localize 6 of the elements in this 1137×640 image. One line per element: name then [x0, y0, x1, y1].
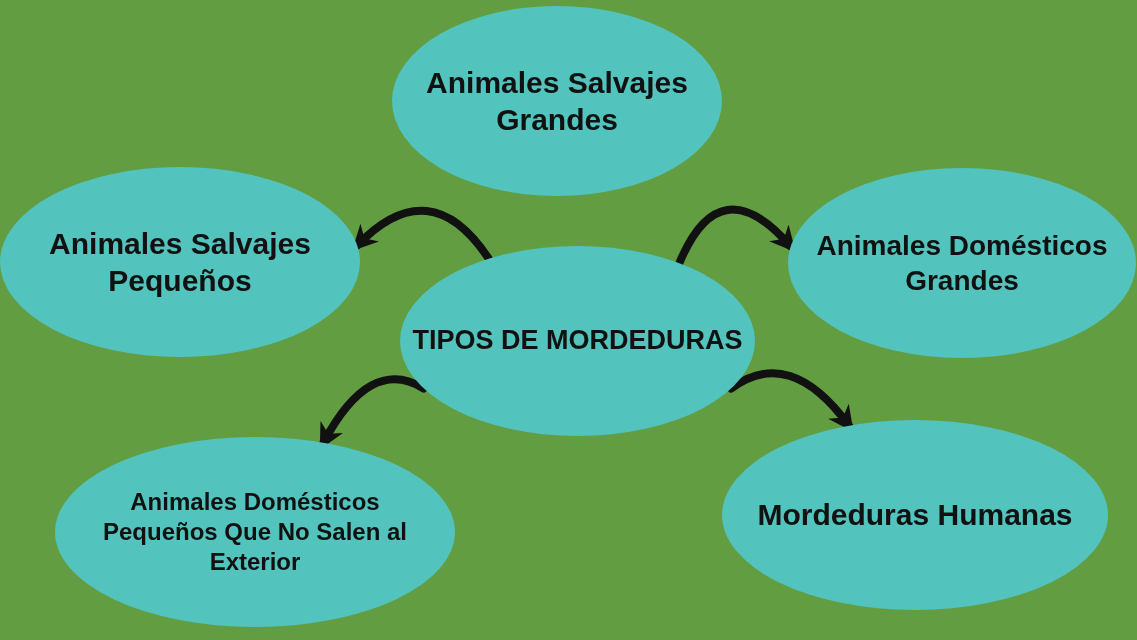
node-text: Animales Salvajes Pequeños	[48, 225, 312, 299]
node-text: TIPOS DE MORDEDURAS	[411, 324, 744, 358]
node-text: Mordeduras Humanas	[756, 497, 1074, 534]
node-text: Animales Domésticos Grandes	[815, 229, 1109, 298]
node-text: Animales Salvajes Grandes	[425, 64, 689, 138]
node-text: Animales Domésticos Pequeños Que No Salen al Exterior	[101, 487, 409, 577]
